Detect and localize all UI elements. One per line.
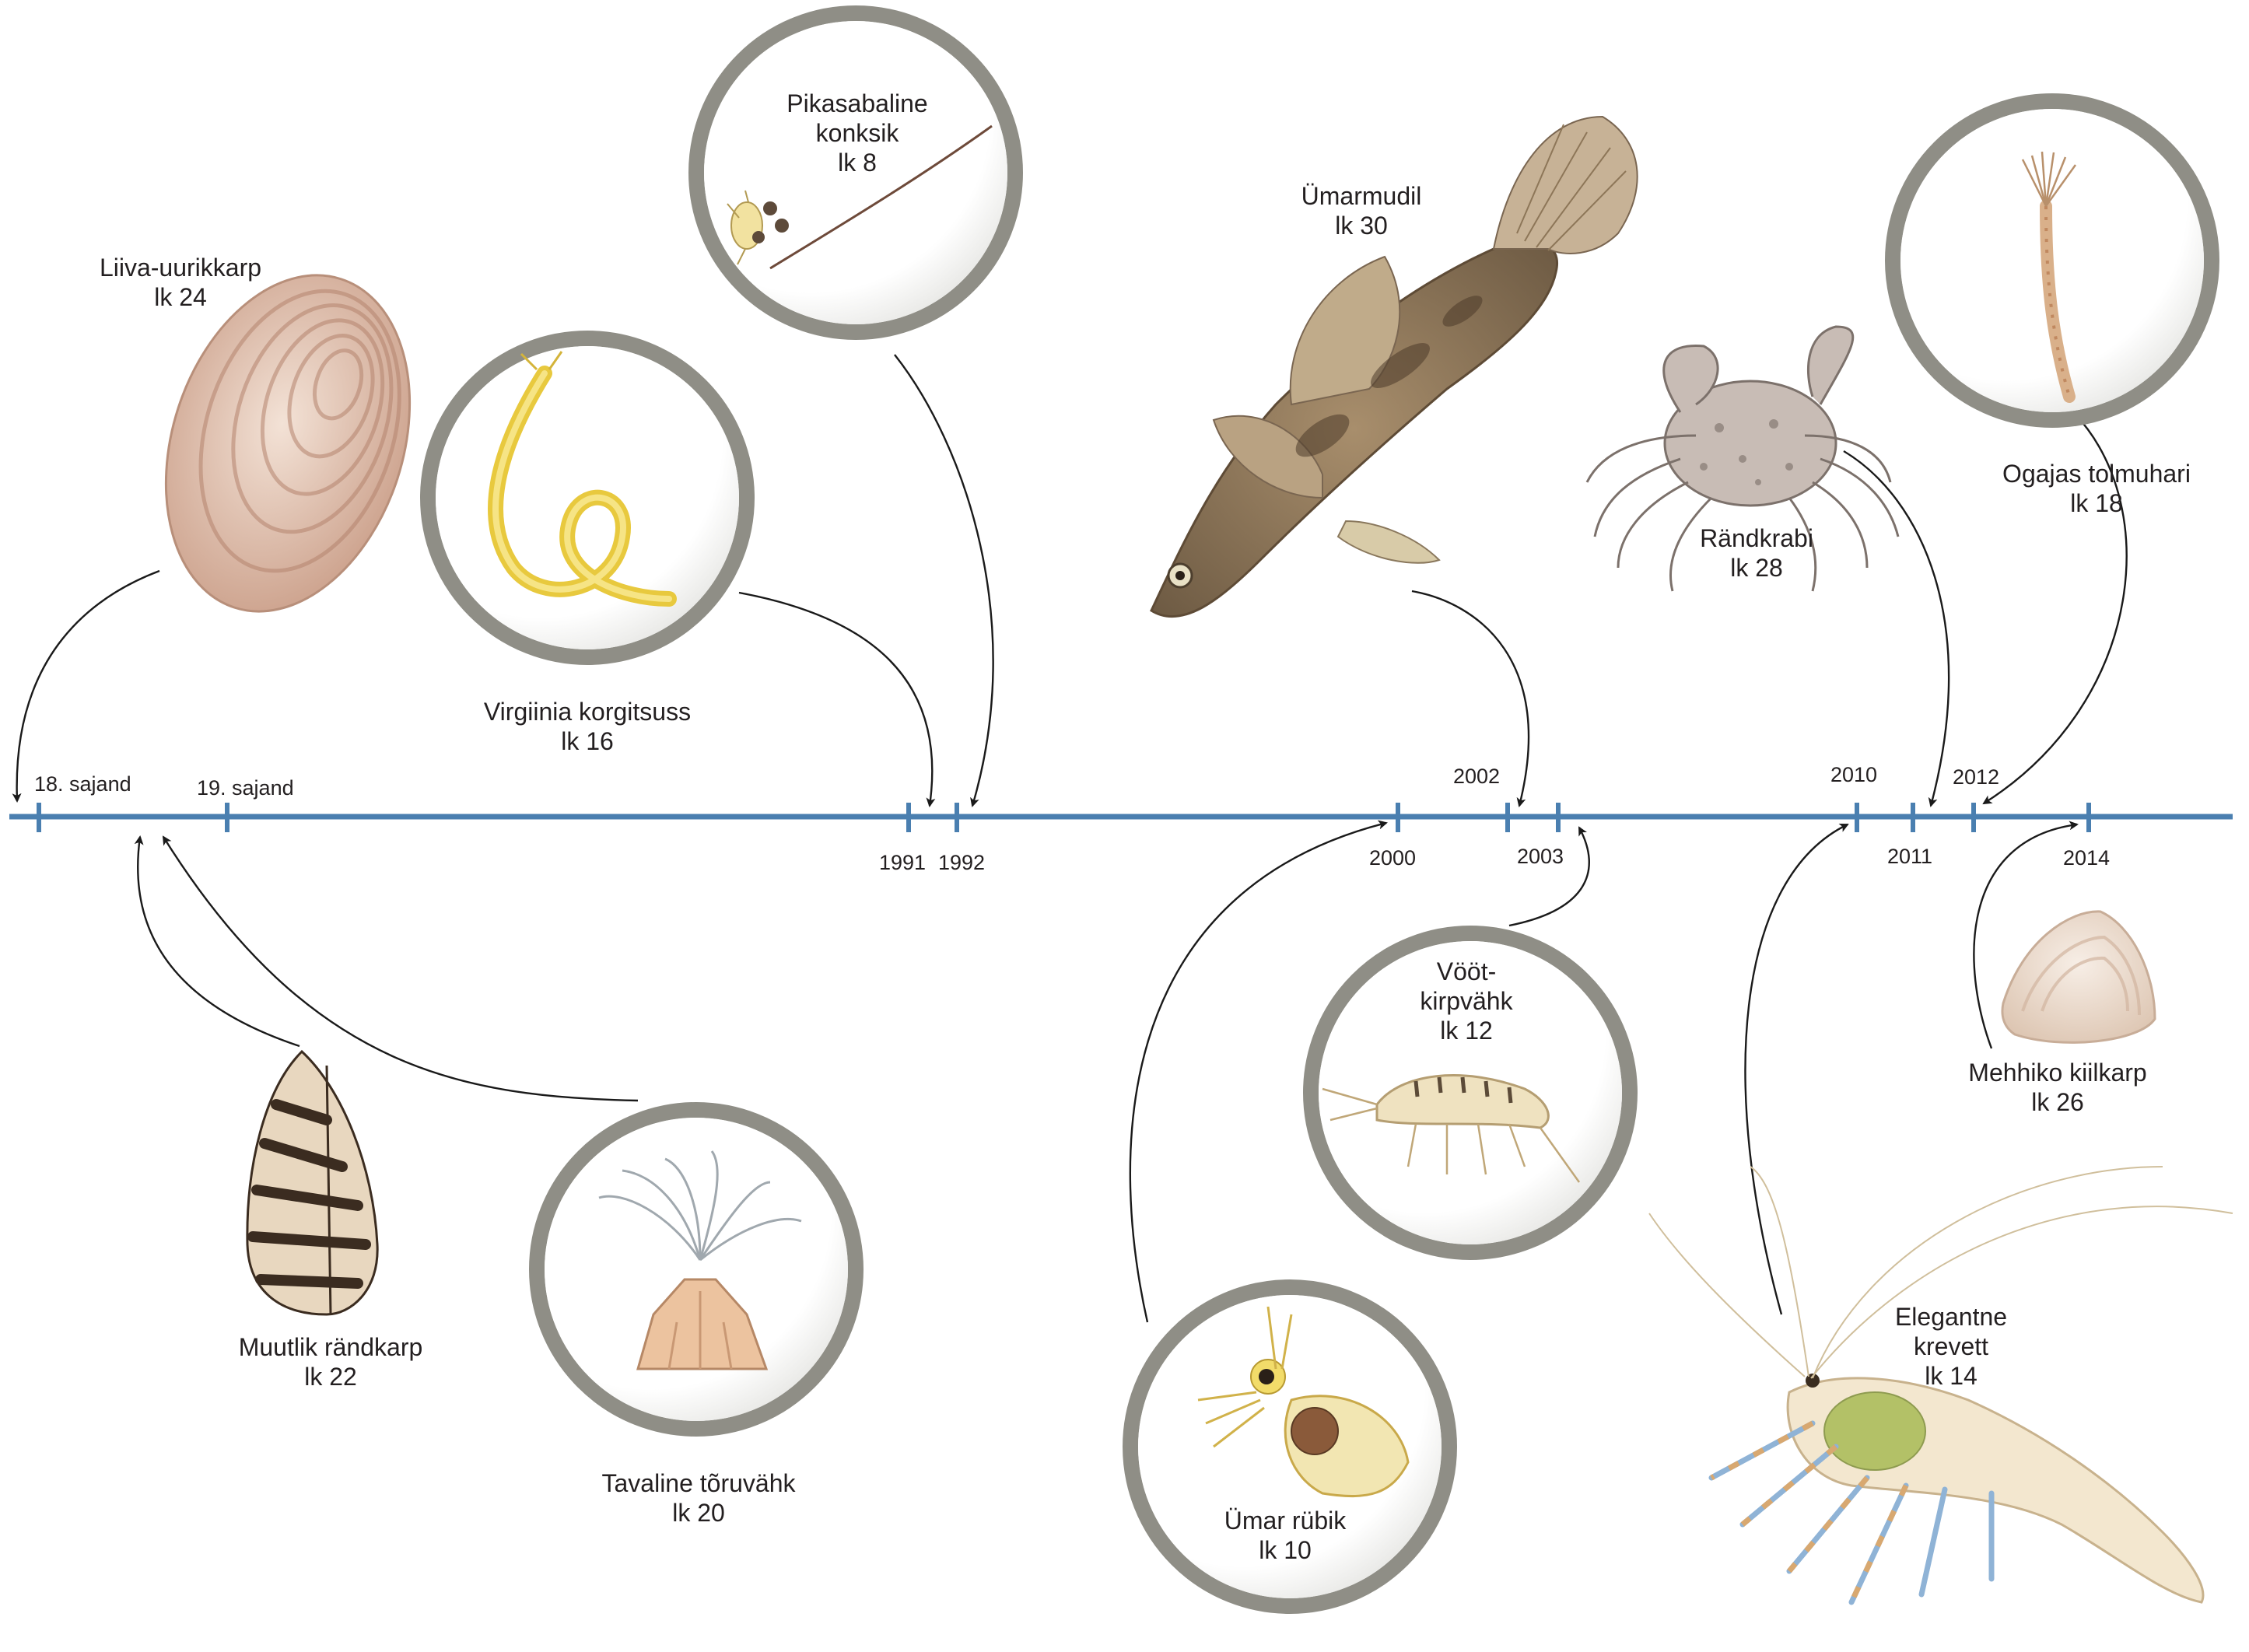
zebra-mussel-illustration <box>247 1052 377 1314</box>
species-tavaline-toruvahk: Tavaline tõruvähk lk 20 <box>537 1110 856 1527</box>
species-page: lk 30 <box>1335 212 1388 240</box>
tick-label-1991: 1991 <box>879 851 926 874</box>
species-name: Ümar rübik <box>1224 1507 1347 1535</box>
wedge-clam-illustration <box>2002 912 2155 1042</box>
species-pikasabaline-konksik: Pikasabaline konksik lk 8 <box>696 13 1015 332</box>
species-name: Virgiinia korgitsuss <box>484 698 691 726</box>
species-name: Liiva-uurikkarp <box>100 254 261 282</box>
species-voot-kirpvahk: Vööt- kirpvähk lk 12 <box>1311 933 1630 1252</box>
species-name: Rändkrabi <box>1700 524 1813 552</box>
arrow-voot-kirpvahk <box>1509 828 1589 926</box>
tick-label-2011: 2011 <box>1887 845 1932 868</box>
species-name-line-2: kirpvähk <box>1420 987 1513 1015</box>
species-page: lk 22 <box>304 1363 357 1391</box>
species-page: lk 26 <box>2031 1088 2084 1116</box>
timeline-axis: 18. sajand 19. sajand 1991 1992 2000 200… <box>9 763 2233 874</box>
species-umar-rubik: Ümar rübik lk 10 <box>1130 1287 1449 1606</box>
tick-label-2003: 2003 <box>1517 845 1564 868</box>
species-name: Muutlik rändkarp <box>239 1333 423 1361</box>
arrow-liiva-uurikkarp <box>17 571 159 801</box>
arrow-tavaline-toruvahk <box>163 837 638 1101</box>
tick-label-1992: 1992 <box>938 851 985 874</box>
species-name-line-1: Vööt- <box>1437 957 1496 985</box>
species-page: lk 16 <box>561 727 614 755</box>
species-page: lk 28 <box>1730 554 1783 582</box>
tick-label-18-sajand: 18. sajand <box>34 772 131 796</box>
species-virgiinia-korgitsuss: Virgiinia korgitsuss lk 16 <box>428 338 747 755</box>
species-name: Mehhiko kiilkarp <box>1968 1059 2146 1087</box>
species-ogajas-tolmuhari: Ogajas tolmuhari lk 18 <box>1893 101 2212 517</box>
species-name: Ogajas tolmuhari <box>2002 460 2191 488</box>
tick-label-19-sajand: 19. sajand <box>197 776 294 800</box>
species-elegantne-krevett: Elegantne krevett lk 14 <box>1649 1167 2233 1602</box>
species-name-line-1: Elegantne <box>1895 1303 2007 1331</box>
tick-label-2014: 2014 <box>2063 846 2110 870</box>
species-page: lk 18 <box>2070 489 2123 517</box>
tick-label-2012: 2012 <box>1953 765 1999 789</box>
species-page: lk 10 <box>1259 1536 1312 1564</box>
species-name-line-2: konksik <box>816 119 900 147</box>
arrow-pikasabaline-konksik <box>895 355 993 806</box>
species-mehhiko-kiilkarp: Mehhiko kiilkarp lk 26 <box>1968 912 2155 1116</box>
species-page: lk 20 <box>672 1499 725 1527</box>
species-page: lk 24 <box>154 283 207 311</box>
arrow-elegantne-krevett <box>1745 824 1848 1314</box>
species-page: lk 14 <box>1925 1362 1978 1390</box>
species-randkrabi: Rändkrabi lk 28 <box>1587 327 1898 591</box>
species-muutlik-randkarp: Muutlik rändkarp lk 22 <box>239 1052 423 1391</box>
tick-label-2010: 2010 <box>1830 763 1877 786</box>
species-umarmudil: Ümarmudil lk 30 <box>1151 117 1638 617</box>
species-name: Tavaline tõruvähk <box>601 1469 796 1497</box>
species-liiva-uurikkarp: Liiva-uurikkarp lk 24 <box>100 243 450 643</box>
tick-label-2000: 2000 <box>1369 846 1416 870</box>
arrow-virgiinia-korgitsuss <box>739 593 932 806</box>
tick-label-2002: 2002 <box>1453 765 1500 788</box>
arrow-muutlik-randkarp <box>138 837 300 1046</box>
species-name-line-1: Pikasabaline <box>786 89 927 117</box>
species-page: lk 8 <box>838 149 877 177</box>
species-name-line-2: krevett <box>1914 1332 1988 1360</box>
species-name: Ümarmudil <box>1301 182 1422 210</box>
arrow-randkrabi <box>1844 451 1949 806</box>
species-page: lk 12 <box>1440 1017 1493 1045</box>
